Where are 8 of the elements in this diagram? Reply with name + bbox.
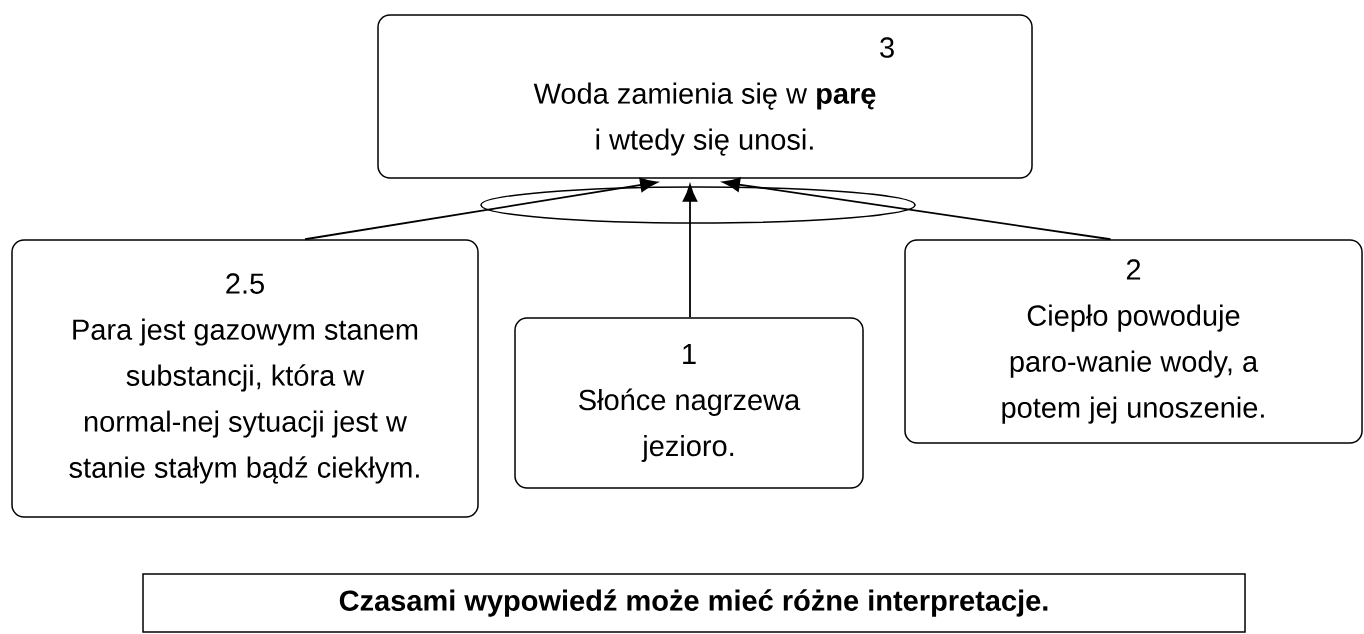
- arrow: [304, 177, 658, 241]
- note-box: Czasami wypowiedź może mieć różne interpretacje.: [142, 573, 1246, 633]
- text-box: 2 Ciepło powoduje paro-wanie wody, a potem jej unoszenie.: [904, 239, 1363, 444]
- arrow: [722, 177, 1112, 241]
- arrow: [682, 184, 698, 319]
- text-box: 1 Słońce nagrzewa jezioro.: [514, 317, 864, 489]
- text-box: 3 Woda zamienia się w parę i wtedy się unosi.: [377, 14, 1033, 179]
- text-box: 2.5 Para jest gazowym stanem substancji, która w normal-nej sytuacji jest w stanie stałym bądź ciekłym.: [11, 239, 479, 518]
